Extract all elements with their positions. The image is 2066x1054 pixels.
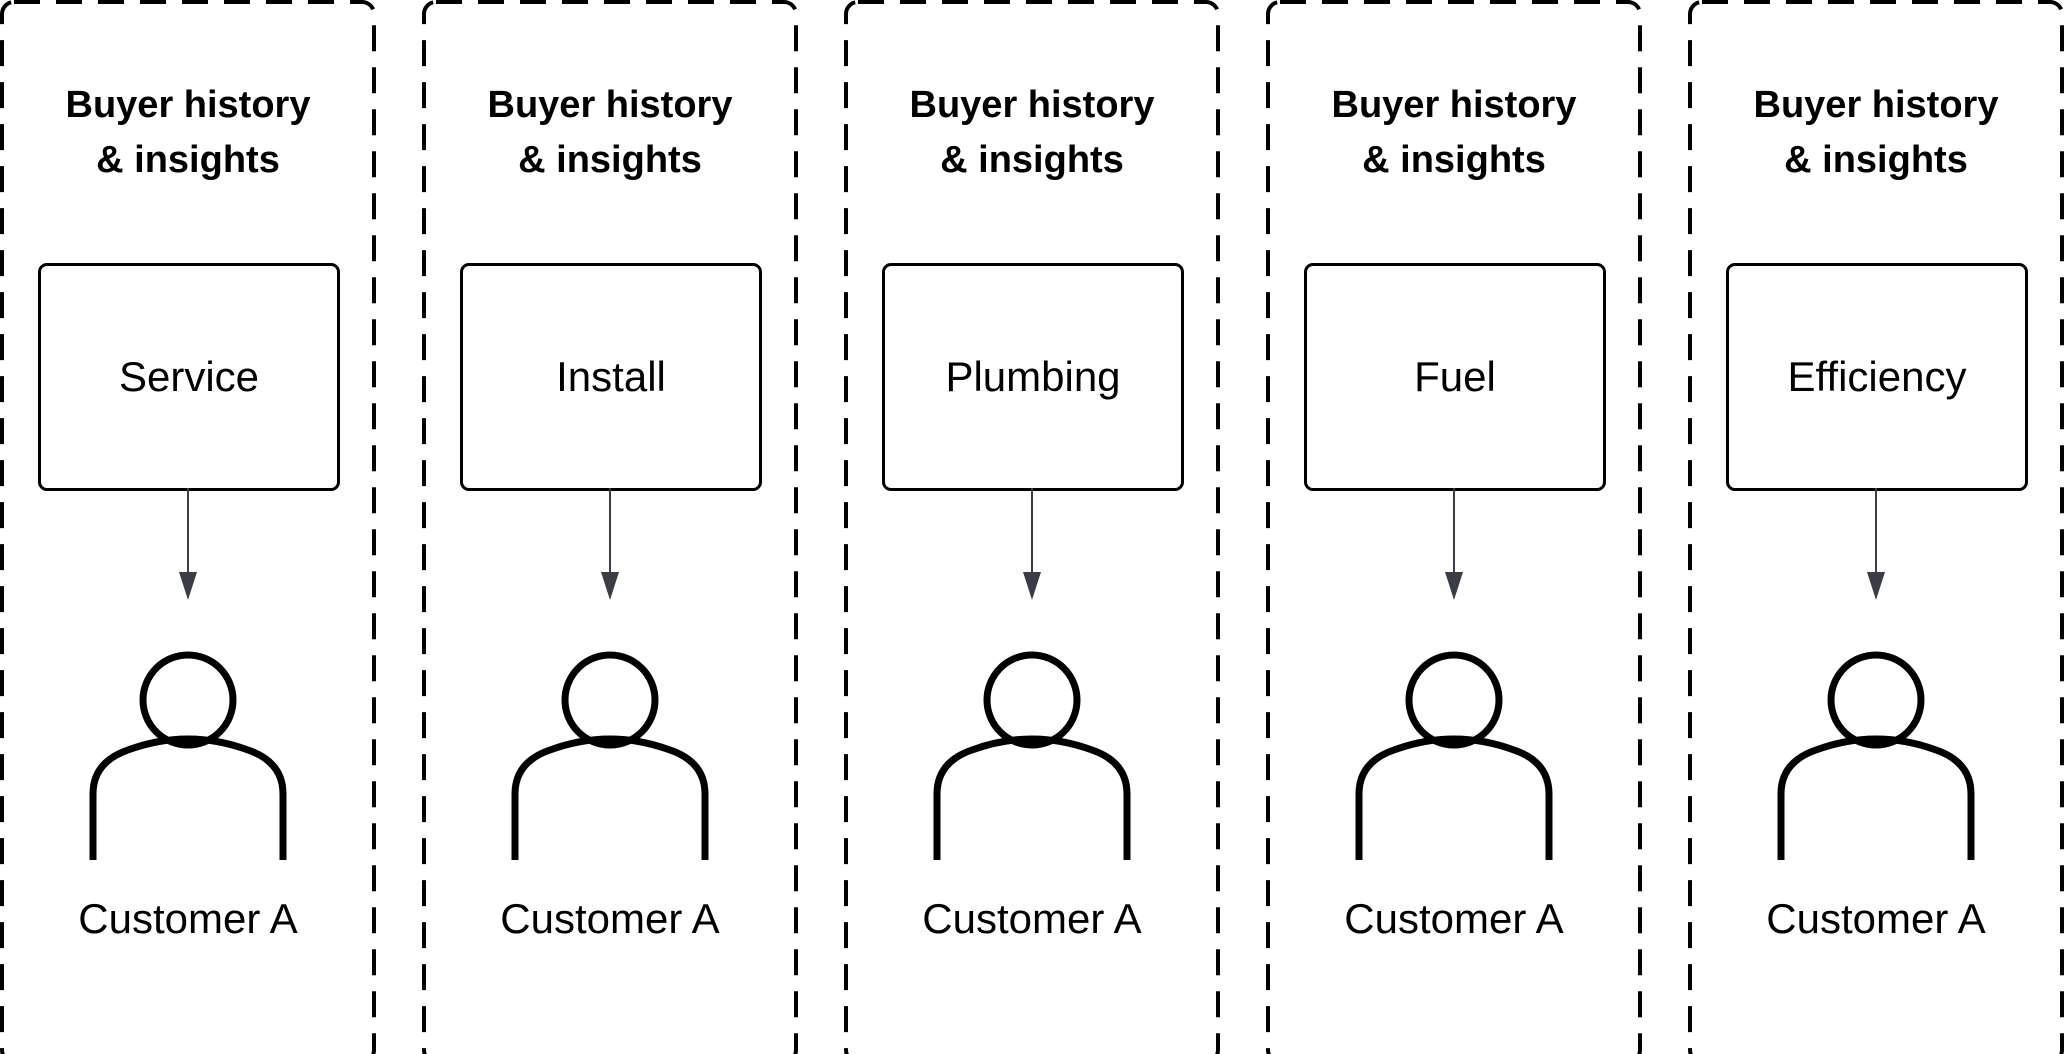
arrow-down-icon: [1867, 488, 1885, 600]
category-box-plumbing: Plumbing: [882, 263, 1184, 491]
column-title-line1: Buyer history: [909, 84, 1155, 126]
column-title-line2: & insights: [518, 139, 702, 181]
category-label: Plumbing: [945, 353, 1121, 400]
person-icon: [933, 651, 1131, 860]
column-title-line1: Buyer history: [1331, 84, 1577, 126]
column-title-line1: Buyer history: [1753, 84, 1999, 126]
column-efficiency: Buyer history & insights Efficiency Cust…: [1688, 0, 2064, 1054]
dashed-column-border: [1688, 0, 2064, 1054]
person-icon: [1777, 651, 1975, 860]
arrow-down-icon: [1445, 488, 1463, 600]
dashed-column-border: [422, 0, 798, 1054]
customer-label: Customer A: [1344, 895, 1564, 942]
column-service: Buyer history & insights Service Custome…: [0, 0, 376, 1054]
column-title: Buyer history & insights: [1266, 78, 1642, 188]
customer-label: Customer A: [500, 895, 720, 942]
category-label: Fuel: [1414, 353, 1496, 400]
column-install: Buyer history & insights Install Custome…: [422, 0, 798, 1054]
column-title-line2: & insights: [1362, 139, 1546, 181]
category-box-service: Service: [38, 263, 340, 491]
column-title-line2: & insights: [1784, 139, 1968, 181]
person-icon: [89, 651, 287, 860]
arrow-down-icon: [1023, 488, 1041, 600]
column-plumbing: Buyer history & insights Plumbing Custom…: [844, 0, 1220, 1054]
column-title: Buyer history & insights: [844, 78, 1220, 188]
arrow-down-icon: [601, 488, 619, 600]
category-box-efficiency: Efficiency: [1726, 263, 2028, 491]
dashed-column-border: [0, 0, 376, 1054]
category-label: Install: [556, 353, 666, 400]
category-box-fuel: Fuel: [1304, 263, 1606, 491]
column-title: Buyer history & insights: [1688, 78, 2064, 188]
arrow-down-icon: [179, 488, 197, 600]
column-title-line2: & insights: [96, 139, 280, 181]
person-icon: [511, 651, 709, 860]
customer-label: Customer A: [922, 895, 1142, 942]
column-title: Buyer history & insights: [422, 78, 798, 188]
column-title: Buyer history & insights: [0, 78, 376, 188]
column-title-line2: & insights: [940, 139, 1124, 181]
customer-label: Customer A: [78, 895, 298, 942]
column-title-line1: Buyer history: [65, 84, 311, 126]
column-fuel: Buyer history & insights Fuel Customer A: [1266, 0, 1642, 1054]
column-title-line1: Buyer history: [487, 84, 733, 126]
person-icon: [1355, 651, 1553, 860]
customer-label: Customer A: [1766, 895, 1986, 942]
dashed-column-border: [844, 0, 1220, 1054]
category-label: Service: [118, 353, 260, 400]
dashed-column-border: [1266, 0, 1642, 1054]
category-label: Efficiency: [1787, 353, 1967, 400]
category-box-install: Install: [460, 263, 762, 491]
